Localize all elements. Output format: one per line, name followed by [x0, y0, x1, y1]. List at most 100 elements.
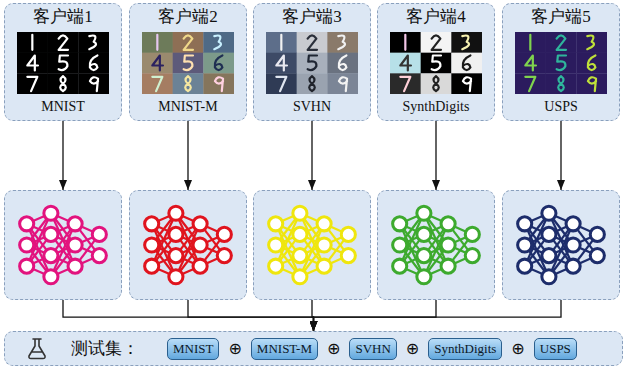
client-title: 客户端2: [158, 7, 218, 27]
sample-tile: [515, 32, 546, 53]
digit-stroke: [433, 76, 439, 91]
sample-tile: [546, 32, 577, 53]
network-neuron: [393, 259, 407, 273]
sample-tile: [421, 52, 452, 73]
network-neuron: [317, 259, 331, 273]
network-neuron: [293, 206, 307, 220]
digit-stroke: [185, 76, 191, 91]
sample-tile: [390, 73, 421, 94]
network-neuron: [441, 217, 455, 231]
network-neuron: [193, 238, 207, 252]
sample-tile: [78, 52, 109, 73]
sample-tile: [17, 52, 48, 73]
network-neuron: [465, 249, 479, 263]
dataset-tag-text: SVHN: [355, 341, 390, 357]
sample-tile: [48, 32, 79, 53]
digit-stroke: [557, 35, 566, 49]
plus-holder: ⊕: [511, 340, 524, 358]
network-neuron: [518, 238, 532, 252]
sample-tile: [48, 73, 79, 94]
network-neuron: [44, 270, 58, 284]
digit-stroke: [31, 34, 33, 49]
digit-stroke: [339, 55, 347, 70]
test-set-bar: 测试集：MNISTMNIST-MSVHNSynthDigitsUSPS⊕⊕⊕⊕: [4, 331, 623, 366]
network-box: [502, 190, 620, 300]
dataset-tag-text: MNIST-M: [257, 341, 312, 357]
digit-stroke: [215, 77, 223, 91]
test-set-title: 测试集：: [71, 339, 139, 359]
network-neuron: [92, 249, 106, 263]
digit-stroke: [184, 35, 193, 49]
network-neuron: [293, 270, 307, 284]
network-neuron: [293, 227, 307, 241]
sample-tile: [297, 32, 328, 53]
client-title: 客户端3: [282, 7, 342, 27]
dataset-name: SVHN: [293, 98, 331, 115]
arrow-connector: [314, 300, 562, 331]
digit-stroke: [60, 76, 66, 91]
sample-tile: [451, 32, 482, 53]
network-neuron: [590, 249, 604, 263]
network-neuron: [44, 227, 58, 241]
client-panel: 客户端3SVHN: [253, 3, 371, 121]
network-neuron: [68, 217, 82, 231]
sample-tile: [576, 73, 607, 94]
digit-stroke: [558, 76, 564, 91]
digit-stroke: [308, 35, 317, 49]
digit-stroke: [404, 34, 406, 49]
digit-stroke: [276, 55, 287, 70]
dataset-name: MNIST-M: [158, 98, 217, 115]
dataset-name: MNIST: [41, 98, 85, 115]
network-neuron: [169, 270, 183, 284]
digit-stroke: [90, 77, 98, 91]
digit-stroke: [214, 35, 221, 49]
arrow-connector: [63, 300, 314, 331]
sample-tile: [421, 73, 452, 94]
digit-stroke: [156, 34, 158, 49]
arrow-connector: [314, 300, 437, 331]
network-neuron: [465, 227, 479, 241]
sample-tile: [421, 32, 452, 53]
network-neuron: [542, 249, 556, 263]
network-neuron: [169, 249, 183, 263]
digit-stroke: [432, 35, 441, 49]
network-neuron: [193, 259, 207, 273]
sample-tile: [451, 52, 482, 73]
network-neuron: [566, 217, 580, 231]
network-neuron: [145, 259, 159, 273]
network-neuron: [417, 270, 431, 284]
network-neuron: [393, 217, 407, 231]
arrow-connector: [435, 121, 436, 190]
dataset-tag: MNIST-M: [251, 338, 318, 360]
network-neuron: [68, 259, 82, 273]
sample-tile: [173, 52, 204, 73]
sample-tile: [451, 73, 482, 94]
sample-tile: [297, 73, 328, 94]
digit-stroke: [588, 77, 596, 91]
digit-samples: [17, 32, 109, 94]
network-neuron: [542, 227, 556, 241]
network-neuron: [441, 259, 455, 273]
sample-tile: [297, 52, 328, 73]
sample-tile: [576, 32, 607, 53]
network-neuron: [169, 227, 183, 241]
arrow-connector: [311, 121, 312, 190]
client-title: 客户端1: [33, 7, 93, 27]
network-neuron: [145, 238, 159, 252]
network-neuron: [542, 206, 556, 220]
network-neuron: [518, 217, 532, 231]
dataset-tag: MNIST: [167, 338, 219, 360]
network-neuron: [44, 249, 58, 263]
client-title: 客户端4: [406, 7, 466, 27]
sample-tile: [142, 73, 173, 94]
network-neuron: [393, 238, 407, 252]
digit-stroke: [400, 76, 410, 90]
digit-samples: [142, 32, 234, 94]
digit-stroke: [184, 55, 193, 70]
neural-network-icon: [254, 191, 370, 299]
digit-stroke: [339, 77, 347, 91]
sample-tile: [266, 52, 297, 73]
digit-samples: [390, 32, 482, 94]
client-panel: 客户端2MNIST-M: [129, 3, 247, 121]
